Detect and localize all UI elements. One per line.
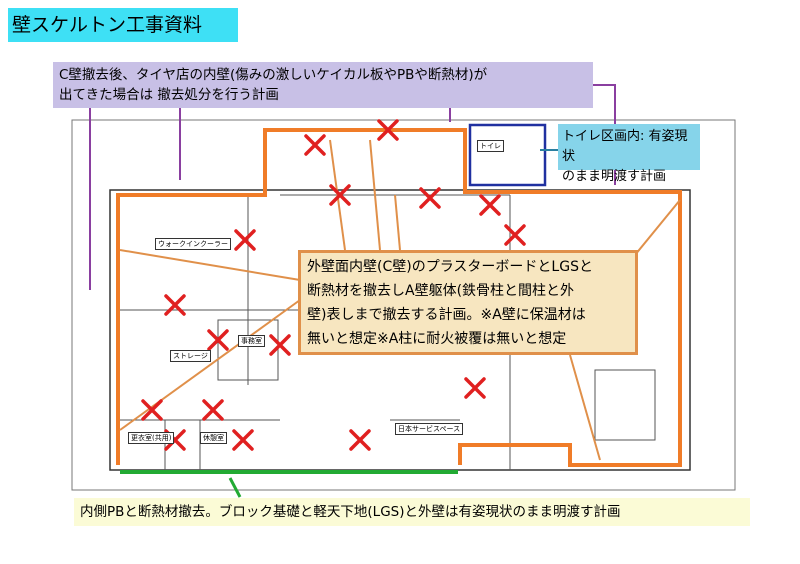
page-title: 壁スケルトン工事資料 — [8, 8, 238, 42]
room-label-service: 日本サービスペース — [395, 423, 464, 435]
callout-line: トイレ区画内: 有姿現状 — [562, 129, 688, 164]
demolition-x-mark — [234, 229, 256, 251]
plan-frame — [71, 119, 736, 491]
callout-line: 無いと想定※A柱に耐火被覆は無いと想定 — [307, 331, 567, 347]
callout-line: C壁撤去後、タイヤ店の内壁(傷みの激しいケイカル板やPBや断熱材)が — [59, 67, 488, 83]
callout-line: 外壁面内壁(C壁)のプラスターボードとLGSと — [307, 259, 593, 275]
demolition-x-mark — [349, 429, 371, 451]
room-label-office: 事務室 — [238, 335, 265, 347]
demolition-x-mark — [504, 224, 526, 246]
demolition-x-mark — [232, 429, 254, 451]
room-label-walkin: ウォークインクーラー — [155, 238, 231, 250]
demolition-x-mark — [207, 329, 229, 351]
demolition-x-mark — [464, 377, 486, 399]
room-label-rest: 休憩室 — [200, 432, 227, 444]
demolition-x-mark — [269, 334, 291, 356]
callout-line: 壁)表しまで撤去する計画。※A壁に保温材は — [307, 307, 586, 323]
toilet-callout: トイレ区画内: 有姿現状 のまま明渡す計画 — [558, 124, 700, 184]
demolition-x-mark — [304, 134, 326, 156]
demolition-x-mark — [419, 187, 441, 209]
toilet-area — [468, 123, 547, 187]
demolition-x-mark — [329, 184, 351, 206]
callout-line: のまま明渡す計画 — [562, 169, 667, 184]
demolition-x-mark — [141, 399, 163, 421]
bottom-callout: 内側PBと断熱材撤去。ブロック基礎と軽天下地(LGS)と外壁は有姿現状のまま明渡… — [74, 498, 750, 526]
demolition-x-mark — [377, 119, 399, 141]
orange-leaders — [119, 139, 681, 461]
main-callout: 外壁面内壁(C壁)のプラスターボードとLGSと 断熱材を撤去しA壁躯体(鉄骨柱と… — [298, 250, 638, 355]
orange-wall-line — [116, 128, 682, 467]
callout-line: 出てきた場合は 撤去処分を行う計画 — [59, 87, 279, 103]
inner-wall-callout: C壁撤去後、タイヤ店の内壁(傷みの激しいケイカル板やPBや断熱材)が 出てきた場… — [53, 62, 593, 108]
room-label-storage: ストレージ — [170, 350, 211, 362]
demolition-x-mark — [202, 399, 224, 421]
callout-line: 断熱材を撤去しA壁躯体(鉄骨柱と間柱と外 — [307, 283, 575, 299]
room-label-toilet: トイレ — [477, 140, 504, 152]
room-label-locker: 更衣室(共用) — [128, 432, 175, 444]
demolition-x-mark — [479, 194, 501, 216]
demolition-x-mark — [164, 294, 186, 316]
